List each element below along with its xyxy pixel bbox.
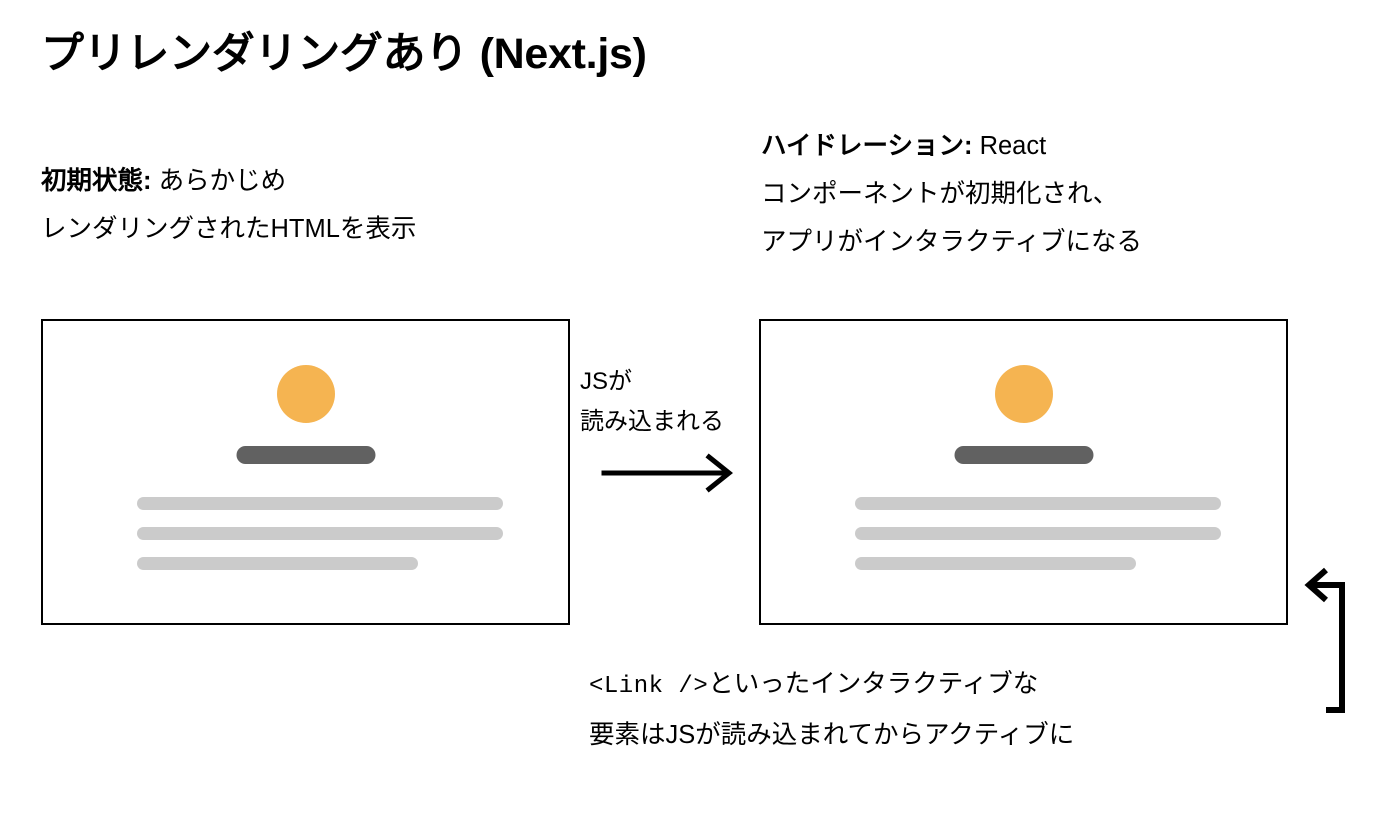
headline-placeholder-bar [236,446,375,464]
text-placeholder-line [137,497,503,510]
arrow-right-icon [601,453,734,493]
bottom-note-line1: <Link />といったインタラクティブな [589,660,1074,711]
text-placeholder-lines [43,497,568,587]
page-title: プリレンダリングあり (Next.js) [41,30,647,78]
bottom-note-line1-rest: といったインタラクティブな [708,670,1039,698]
flow-label-line1: JSが [580,368,633,395]
caption-initial-state-line1: 初期状態: あらかじめ [41,157,416,205]
bottom-note-code-snippet: <Link /> [589,673,709,700]
avatar-placeholder-icon [994,365,1053,423]
caption-initial-state: 初期状態: あらかじめ レンダリングされたHTMLを表示 [41,157,416,253]
text-placeholder-lines [761,497,1286,587]
headline-placeholder-bar [954,446,1093,464]
caption-hydration-body: React [972,132,1047,160]
text-placeholder-line [855,527,1221,540]
arrow-return-left-icon [1304,567,1345,713]
text-placeholder-line [855,497,1221,510]
caption-hydration-line2: コンポーネントが初期化され、 [761,180,1119,208]
caption-hydration-line1: ハイドレーション: React [761,122,1142,170]
caption-initial-state-line2: レンダリングされたHTMLを表示 [41,215,417,243]
hydrated-page-mock-inner [761,321,1286,623]
initial-state-page-mock [41,319,570,625]
text-placeholder-line [137,557,418,570]
caption-hydration-lead: ハイドレーション: [761,132,973,160]
caption-hydration-line3: アプリがインタラクティブになる [761,228,1142,256]
avatar-placeholder-icon [276,365,335,423]
text-placeholder-line [855,557,1136,570]
caption-initial-state-lead: 初期状態: [41,167,152,195]
text-placeholder-line [137,527,503,540]
bottom-note-link-activation: <Link />といったインタラクティブな 要素はJSが読み込まれてからアクティ… [589,660,1074,759]
caption-hydration: ハイドレーション: React コンポーネントが初期化され、 アプリがインタラク… [761,122,1142,266]
caption-initial-state-body: あらかじめ [151,167,287,195]
bottom-note-line2: 要素はJSが読み込まれてからアクティブに [589,721,1075,749]
hydrated-page-mock [759,319,1288,625]
flow-label-line2: 読み込まれる [580,408,724,435]
flow-label-js-loads: JSが 読み込まれる [580,362,724,442]
initial-state-page-mock-inner [43,321,568,623]
